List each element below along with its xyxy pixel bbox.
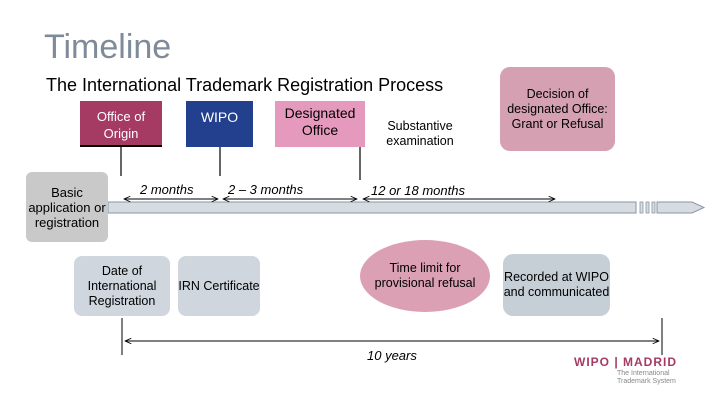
recorded-box: Recorded at WIPO and communicated — [503, 254, 610, 316]
duration-2-months: 2 months — [140, 182, 194, 197]
designated-office-flag: Designated Office — [275, 101, 365, 147]
designated-office-label: Designated Office — [284, 105, 356, 138]
recorded-label: Recorded at WIPO and communicated — [503, 270, 610, 299]
basic-application-box: Basic application or registration — [26, 172, 108, 242]
irn-certificate-box: IRN Certificate — [178, 256, 260, 316]
time-limit-ellipse: Time limit for provisional refusal — [360, 240, 490, 312]
wipo-flag: WIPO — [186, 101, 253, 147]
irn-certificate-label: IRN Certificate — [178, 278, 260, 293]
date-of-registration-box: Date of International Registration — [74, 256, 170, 316]
wipo-madrid-logo: WIPO | MADRID The International Trademar… — [574, 356, 684, 386]
date-of-registration-label: Date of International Registration — [87, 263, 157, 308]
substantive-examination-label: Substantive examination — [386, 119, 454, 148]
duration-12-18-months: 12 or 18 months — [371, 183, 465, 198]
office-of-origin-label: Office of Origin — [96, 109, 146, 141]
duration-2-3-months: 2 – 3 months — [228, 182, 304, 197]
decision-label: Decision of designated Office: Grant or … — [507, 86, 608, 131]
timeline-bar — [107, 201, 637, 214]
duration-10-years: 10 years — [367, 348, 417, 363]
logo-wordmark: WIPO | MADRID — [574, 355, 678, 369]
timeline-bar-head — [656, 201, 706, 214]
substantive-examination-ellipse: Substantive examination — [372, 110, 468, 158]
decision-box: Decision of designated Office: Grant or … — [500, 67, 615, 151]
logo-tagline: The International Trademark System — [617, 370, 676, 385]
time-limit-label: Time limit for provisional refusal — [374, 261, 476, 290]
office-of-origin-flag: Office of Origin — [80, 101, 162, 147]
page-subtitle: The International Trademark Registration… — [46, 75, 444, 95]
wipo-label: WIPO — [200, 109, 239, 125]
basic-application-label: Basic application or registration — [28, 184, 106, 230]
page-title: Timeline — [44, 28, 172, 66]
